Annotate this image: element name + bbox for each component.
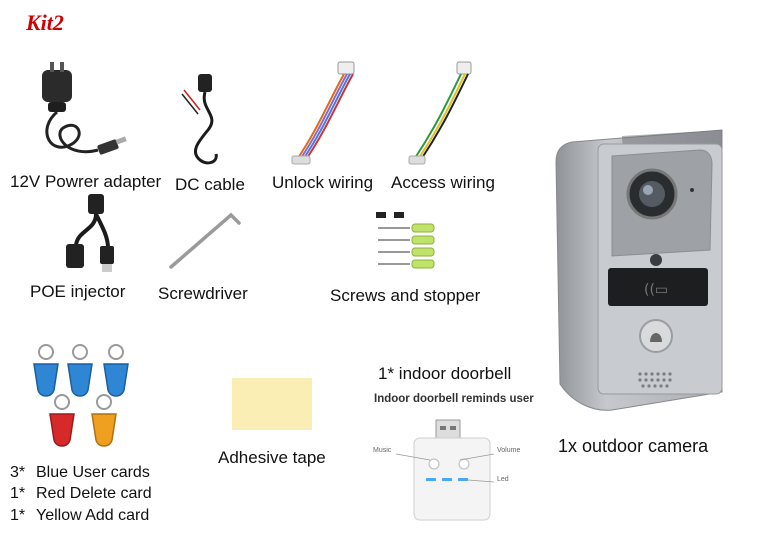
unlock-wiring-image bbox=[291, 61, 355, 165]
poe-injector-label: POE injector bbox=[30, 282, 126, 301]
key-cards-image bbox=[33, 344, 129, 447]
doorbell-led-label: Led bbox=[497, 476, 509, 483]
screwdriver-image bbox=[169, 212, 241, 269]
card-line-yellow: 1* Yellow Add card bbox=[10, 507, 149, 525]
card-label: Yellow Add card bbox=[36, 507, 150, 524]
power-adapter-image bbox=[42, 62, 127, 155]
doorbell-leader-lines bbox=[395, 453, 495, 483]
card-qty: 1* bbox=[10, 485, 26, 502]
card-qty: 1* bbox=[10, 507, 26, 524]
adhesive-tape-image bbox=[232, 378, 312, 430]
indoor-doorbell-image bbox=[413, 419, 491, 521]
svg-text:((▭: ((▭ bbox=[644, 282, 668, 298]
dc-cable-label: DC cable bbox=[175, 175, 245, 194]
dc-cable-image bbox=[181, 74, 218, 165]
outdoor-camera-label: 1x outdoor camera bbox=[558, 436, 709, 456]
indoor-doorbell-title: 1* indoor doorbell bbox=[378, 364, 512, 383]
adhesive-tape-label: Adhesive tape bbox=[218, 448, 326, 467]
access-wiring-image bbox=[408, 61, 472, 165]
kit-title: Kit2 bbox=[26, 10, 64, 35]
doorbell-music-label: Music bbox=[373, 447, 392, 454]
screwdriver-label: Screwdriver bbox=[158, 284, 248, 303]
doorbell-volume-label: Volume bbox=[497, 447, 521, 454]
unlock-wiring-label: Unlock wiring bbox=[272, 173, 374, 192]
card-label: Blue User cards bbox=[36, 464, 150, 481]
card-qty: 3* bbox=[10, 464, 26, 481]
poe-injector-image bbox=[66, 194, 114, 272]
power-adapter-label: 12V Powrer adapter bbox=[10, 172, 162, 191]
screws-image bbox=[376, 212, 435, 269]
card-line-blue: 3* Blue User cards bbox=[10, 464, 150, 482]
indoor-doorbell-note: Indoor doorbell reminds user bbox=[374, 393, 534, 405]
card-line-red: 1* Red Delete card bbox=[10, 485, 152, 503]
outdoor-camera-image: ((▭ bbox=[555, 129, 723, 411]
card-label: Red Delete card bbox=[36, 485, 152, 502]
screws-label: Screws and stopper bbox=[330, 286, 481, 305]
access-wiring-label: Access wiring bbox=[391, 173, 495, 192]
